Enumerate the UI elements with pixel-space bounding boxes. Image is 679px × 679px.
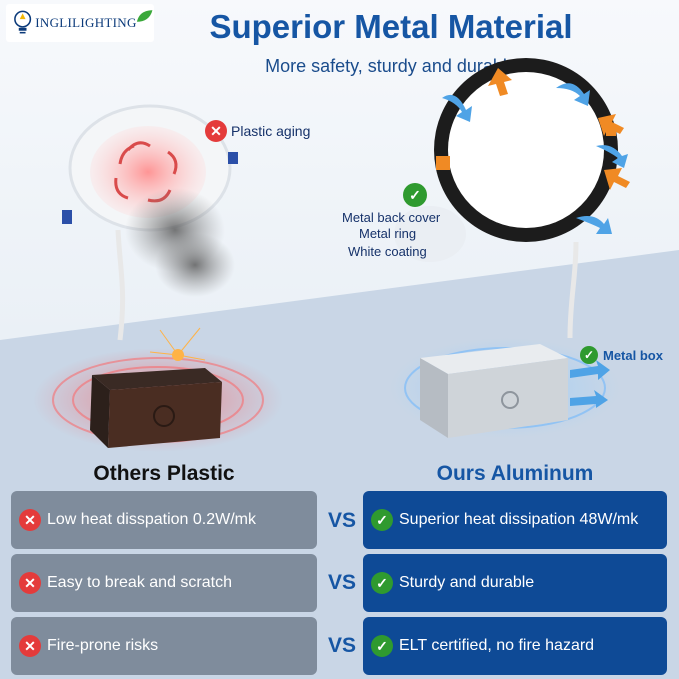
comparison-row-right: ✓ ELT certified, no fire hazard (363, 617, 667, 675)
comparison-text-right: ELT certified, no fire hazard (399, 637, 595, 654)
metal-box-label: Metal box (603, 348, 663, 363)
vs-label: VS (327, 634, 356, 657)
leaf-icon (136, 10, 153, 22)
vs-label: VS (327, 509, 356, 532)
plastic-aging-x-icon: ✕ (205, 120, 227, 142)
comparison-row-left: ✕ Fire-prone risks (11, 617, 317, 675)
plastic-aging-label: Plastic aging (231, 123, 311, 139)
page-subtitle: More safety, sturdy and durable (265, 56, 517, 76)
check-circle-icon: ✓ (371, 509, 393, 531)
page-title: Superior Metal Material (209, 8, 573, 45)
x-circle-icon: ✕ (19, 635, 41, 657)
comparison-row-left: ✕ Easy to break and scratch (11, 554, 317, 612)
x-circle-icon: ✕ (19, 509, 41, 531)
metal-ring-label: Metal ring (359, 226, 417, 241)
comparison-row-left: ✕ Low heat disspation 0.2W/mk (11, 491, 317, 549)
comparison-text-right: Sturdy and durable (399, 574, 535, 591)
brand-name: INGLILIGHTING (35, 15, 137, 30)
comparison-row-right: ✓ Superior heat dissipation 48W/mk (363, 491, 667, 549)
metal-back-cover-label: Metal back cover (342, 210, 441, 225)
plastic-light-illustration (33, 104, 283, 452)
metal-box-check-icon: ✓ (580, 346, 598, 364)
column-head-aluminum: Ours Aluminum (436, 462, 594, 485)
comparison-text-right: Superior heat dissipation 48W/mk (399, 511, 639, 528)
comparison-text-left: Fire-prone risks (47, 637, 159, 654)
column-head-plastic: Others Plastic (93, 462, 235, 485)
x-circle-icon: ✕ (19, 572, 41, 594)
metal-light-illustration (390, 58, 630, 438)
comparison-text-left: Low heat disspation 0.2W/mk (47, 511, 256, 528)
bulb-logo-icon (14, 10, 32, 34)
comparison-row-right: ✓ Sturdy and durable (363, 554, 667, 612)
brand-logo: INGLILIGHTING (6, 4, 154, 42)
comparison-text-left: Easy to break and scratch (47, 574, 232, 591)
white-coating-label: White coating (348, 244, 427, 259)
check-circle-icon: ✓ (371, 572, 393, 594)
vs-label: VS (327, 571, 356, 594)
check-circle-icon: ✓ (371, 635, 393, 657)
metal-parts-check-icon: ✓ (403, 183, 427, 207)
